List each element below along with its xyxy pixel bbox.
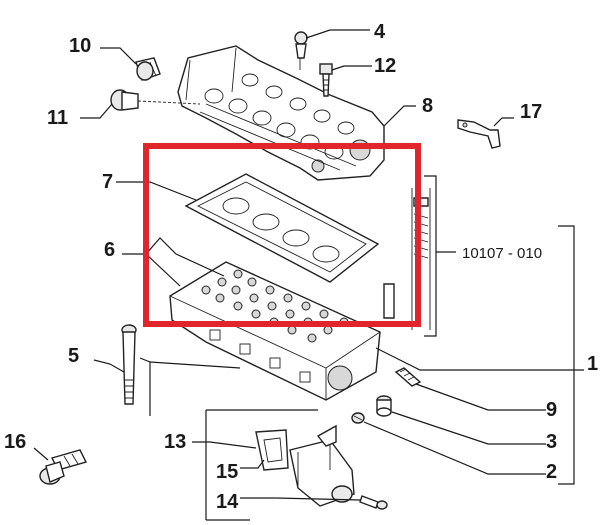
plug-part-2 — [351, 412, 365, 424]
callout-5: 5 — [68, 345, 79, 367]
bracket-lines — [205, 175, 575, 521]
leader-lines — [33, 29, 584, 501]
callout-4: 4 — [374, 21, 386, 43]
bushing-part-3 — [376, 395, 392, 417]
callout-3: 3 — [546, 431, 557, 453]
reference-code: 10107 - 010 — [462, 245, 542, 262]
plug-part-11 — [110, 89, 201, 111]
callout-2: 2 — [546, 461, 557, 483]
highlight-box — [143, 143, 421, 327]
bolt-part-14 — [359, 495, 388, 510]
cylinder-head — [169, 261, 381, 401]
housing-part-13 — [289, 424, 355, 507]
stud-part-9 — [394, 367, 422, 387]
head-bolt-part-5 — [121, 324, 137, 405]
callout-10: 10 — [69, 35, 91, 57]
head-gasket-part-7 — [184, 173, 380, 283]
valve-assembly — [383, 188, 431, 330]
callout-13: 13 — [164, 431, 186, 453]
callout-9: 9 — [546, 399, 557, 421]
ball-stud-part-4 — [294, 31, 308, 70]
plug-part-10 — [135, 57, 161, 81]
callout-14: 14 — [216, 491, 239, 513]
bolt-part-12 — [319, 63, 333, 97]
callout-15: 15 — [216, 461, 238, 483]
callout-16: 16 — [4, 431, 26, 453]
callout-12: 12 — [374, 55, 396, 77]
callout-6: 6 — [104, 239, 115, 261]
callout-8: 8 — [422, 95, 433, 117]
bracket-part-17 — [457, 119, 501, 149]
callout-17: 17 — [520, 101, 542, 123]
callout-7: 7 — [102, 171, 113, 193]
sensor-part-16 — [39, 449, 88, 485]
callout-1: 1 — [587, 353, 598, 375]
callout-11: 11 — [47, 107, 68, 129]
